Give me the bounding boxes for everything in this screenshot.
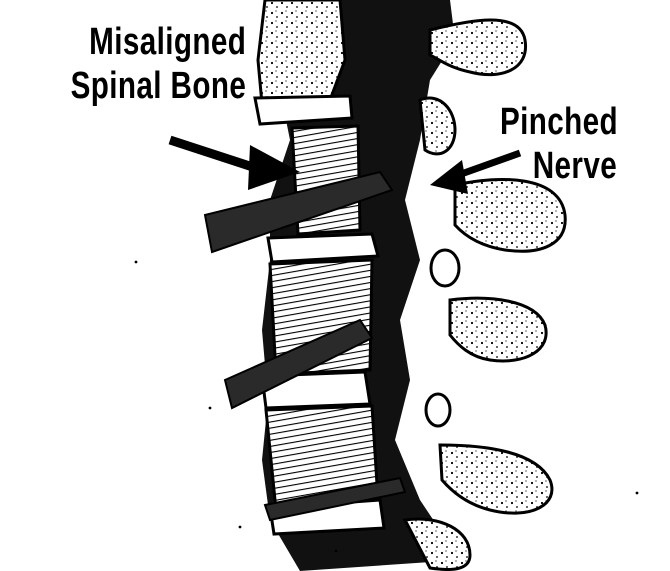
- speck: [335, 550, 338, 553]
- spinous-process-4: [450, 298, 546, 361]
- disc-2: [268, 234, 378, 262]
- label-misaligned-spinal-bone: Misaligned Spinal Bone: [20, 20, 246, 108]
- vertebra-top: [258, 0, 345, 104]
- facet-joint-2: [426, 394, 450, 426]
- speck: [209, 407, 212, 410]
- facet-joint-1: [431, 250, 459, 286]
- spinous-process-2: [420, 98, 455, 154]
- label-misaligned-line-2: Spinal Bone: [20, 64, 246, 108]
- vertebra-top-disc: [255, 96, 352, 124]
- spinous-process-1: [430, 20, 526, 75]
- spinous-process-5: [440, 445, 552, 513]
- label-pinched-nerve: Pinched Nerve: [500, 100, 670, 188]
- label-pinched-line-1: Pinched: [500, 100, 670, 144]
- speck: [135, 261, 138, 264]
- label-misaligned-line-1: Misaligned: [20, 20, 246, 64]
- spinous-process-3: [455, 179, 565, 251]
- label-pinched-line-2: Nerve: [500, 144, 670, 188]
- speck: [636, 492, 639, 495]
- speck: [239, 526, 242, 529]
